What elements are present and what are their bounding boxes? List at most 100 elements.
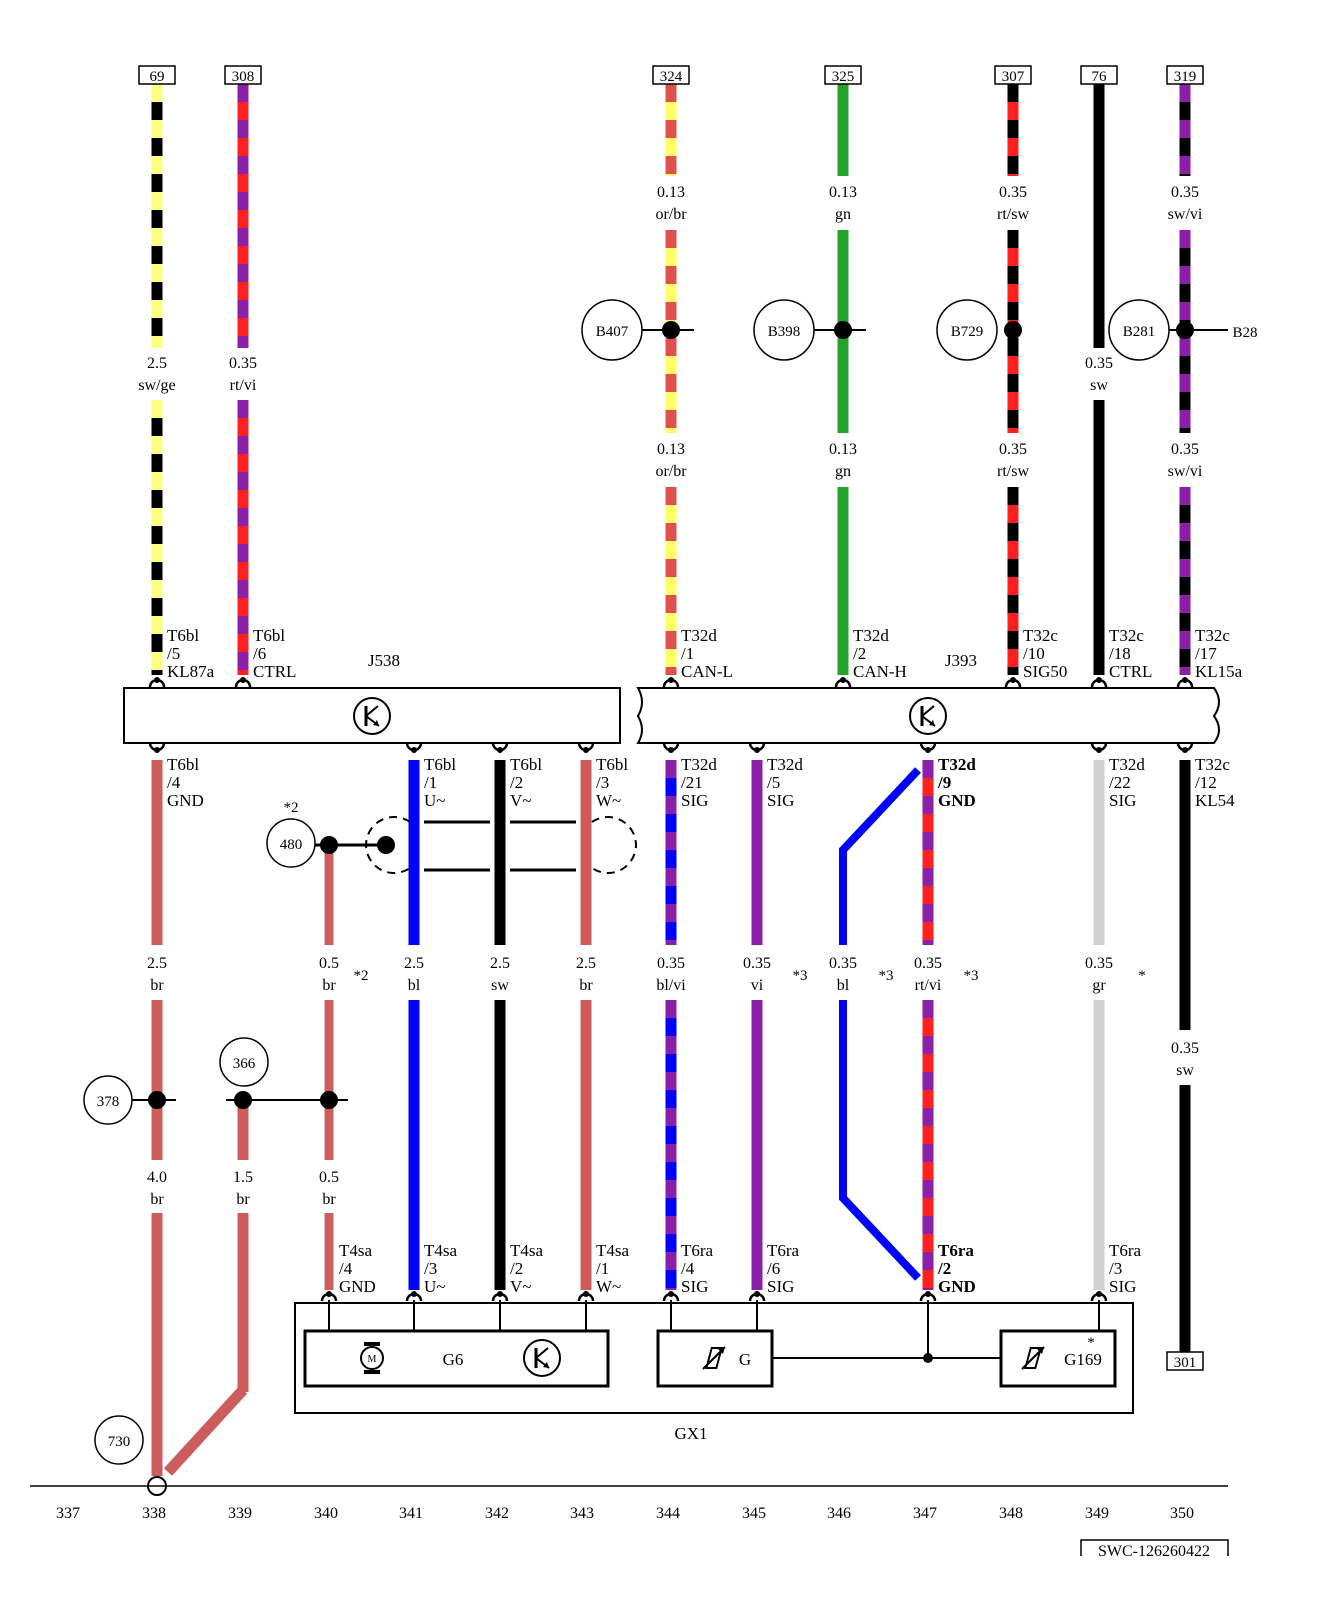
pin-conn-r8: T6ra [1109, 1241, 1142, 1260]
wire-color-w346a: gn [835, 206, 851, 223]
splice-b729 [936, 299, 998, 361]
pin-conn-q6: T32d [767, 755, 803, 774]
wire-color-w348b: rt/sw [997, 463, 1029, 480]
pin-conn-q3: T6bl [510, 755, 542, 774]
note-star-347: *3 [964, 968, 979, 984]
ref-top-4: 307 [1002, 69, 1025, 85]
ref-box-top [652, 65, 690, 85]
wire-color-w338a: sw/ge [138, 377, 175, 394]
wire-color-w340c: br [322, 1191, 336, 1208]
pin-sig-p3: CAN-L [681, 662, 733, 681]
pin-num-q2: /1 [424, 773, 437, 792]
pin-dot [668, 1291, 674, 1297]
wire-size-w346a: 0.13 [829, 184, 857, 201]
pin-sig-r7: GND [938, 1277, 976, 1296]
pin-sig-p2: CTRL [253, 662, 296, 681]
wire-color-w349a: sw [1090, 377, 1108, 394]
pin-conn-p7: T32c [1195, 626, 1230, 645]
module-gx1-box [294, 1302, 1134, 1414]
splice-dot [148, 1091, 166, 1109]
column-number-10: 347 [913, 1505, 937, 1522]
component-g-name: G [739, 1350, 751, 1369]
label-layer: 2.5sw/ge0.35rt/vi0.13or/br0.13or/br0.13g… [56, 69, 1258, 1560]
pin-num-q8: /22 [1109, 773, 1131, 792]
pin-conn-r7: T6ra [938, 1241, 974, 1260]
ref-top-1: 308 [232, 69, 255, 85]
pin-dot [925, 1291, 931, 1297]
transistor-j538-icon-arrow [373, 720, 379, 726]
wire-color-w345c: vi [751, 977, 764, 994]
pin-num-p2: /6 [253, 644, 266, 663]
wire-color-w346b: gn [835, 463, 851, 480]
pin-num-r1: /4 [339, 1259, 353, 1278]
wire-size-w347c: 0.35 [914, 955, 942, 972]
ref-301: 301 [1174, 1355, 1197, 1371]
shield-left-arc [365, 816, 411, 874]
pin-sig-q2: U~ [424, 791, 445, 810]
note-star-480: *2 [284, 800, 299, 816]
pin-conn-q9: T32c [1195, 755, 1230, 774]
pin-conn-p4: T32d [853, 626, 889, 645]
module-gx1-name: GX1 [674, 1424, 707, 1443]
pin-dot [583, 1291, 589, 1297]
pin-conn-p5: T32c [1023, 626, 1058, 645]
pin-sig-r8: SIG [1109, 1277, 1136, 1296]
pin-sig-p6: CTRL [1109, 662, 1152, 681]
pin-num-r7: /2 [937, 1259, 951, 1278]
ref-box-top [1080, 65, 1118, 85]
wire-color-w343b: br [579, 977, 593, 994]
splice-dot [662, 321, 680, 339]
splice-b281-label: B281 [1123, 324, 1156, 340]
pin-num-q3: /2 [510, 773, 523, 792]
wire-size-w340c: 0.5 [319, 1169, 339, 1186]
wire-346-upper [839, 767, 921, 945]
pin-conn-r4: T4sa [596, 1241, 630, 1260]
pin-conn-p2: T6bl [253, 626, 285, 645]
wire-size-w341b: 2.5 [404, 955, 424, 972]
pin-conn-q5: T32d [681, 755, 717, 774]
wire-color-w344c: bl/vi [656, 977, 686, 994]
ref-top-5: 76 [1092, 69, 1108, 85]
gnd-junction [923, 1353, 933, 1363]
pin-dot [583, 747, 589, 753]
pin-dot [1182, 747, 1188, 753]
wire-size-w339a: 0.35 [229, 355, 257, 372]
ref-top-3: 325 [832, 69, 855, 85]
pin-dot [326, 1291, 332, 1297]
wire-size-w349c: 0.35 [1085, 955, 1113, 972]
pin-num-p1: /5 [167, 644, 180, 663]
component-g6-name: G6 [443, 1350, 464, 1369]
ref-box-top [224, 65, 262, 85]
wire-color-w344a: or/br [655, 206, 687, 223]
pin-num-p3: /1 [681, 644, 694, 663]
note-star-346: *3 [879, 968, 894, 984]
splice-dot [320, 836, 338, 854]
pin-sig-q1: GND [167, 791, 204, 810]
pin-num-r4: /1 [596, 1259, 609, 1278]
pin-sig-q7: GND [938, 791, 976, 810]
wire-size-w343b: 2.5 [576, 955, 596, 972]
motor-icon [360, 1346, 384, 1370]
pin-num-r6: /6 [767, 1259, 780, 1278]
pin-sig-r1: GND [339, 1277, 376, 1296]
wire-color-w350a: sw/vi [1168, 206, 1203, 223]
pin-conn-p3: T32d [681, 626, 717, 645]
pin-sig-r3: V~ [510, 1277, 531, 1296]
pin-num-p5: /10 [1023, 644, 1045, 663]
wire-size-w338b: 2.5 [147, 955, 167, 972]
motor-icon-bottom [364, 1370, 380, 1374]
wire-size-w339c: 1.5 [233, 1169, 253, 1186]
pin-conn-q7: T32d [938, 755, 976, 774]
pin-conn-p6: T32c [1109, 626, 1144, 645]
component-g169-name: G169 [1064, 1350, 1102, 1369]
wire-size-w346c: 0.35 [829, 955, 857, 972]
pin-sig-q9: KL54 [1195, 791, 1235, 810]
pin-dot [411, 1291, 417, 1297]
wire-size-w346b: 0.13 [829, 441, 857, 458]
splice-dot [377, 836, 395, 854]
splice-dot [1176, 321, 1194, 339]
splice-b729-label: B729 [951, 324, 984, 340]
column-number-2: 339 [228, 1505, 252, 1522]
pin-num-p4: /2 [853, 644, 866, 663]
wire-size-w344a: 0.13 [657, 184, 685, 201]
